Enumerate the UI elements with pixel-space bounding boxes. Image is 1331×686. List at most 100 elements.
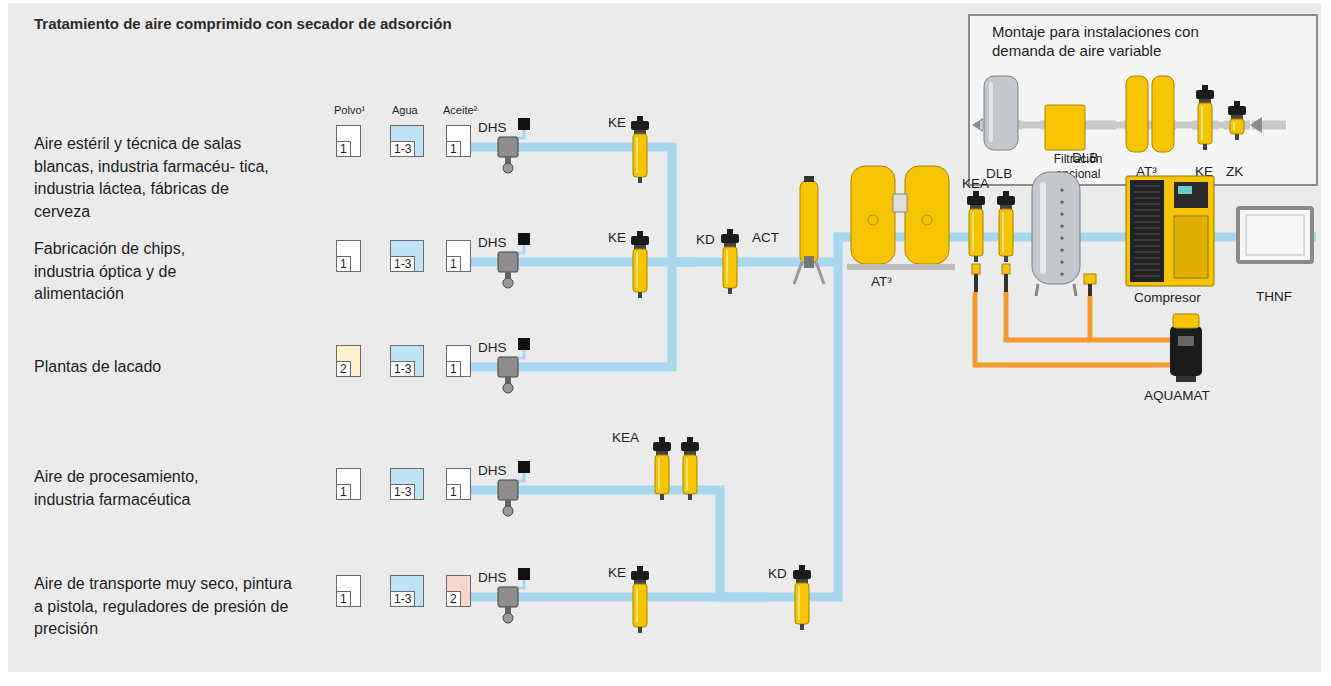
drawing-part bbox=[974, 274, 978, 292]
drawing-part bbox=[1036, 284, 1076, 296]
drawing-part bbox=[922, 215, 932, 225]
component-label: ACT bbox=[752, 230, 779, 246]
drawing-part bbox=[804, 176, 814, 182]
inset-title: Montaje para instalaciones con demanda d… bbox=[992, 22, 1242, 60]
drawing-part bbox=[1198, 103, 1212, 144]
drawing-part bbox=[768, 593, 818, 602]
drawing-part bbox=[967, 196, 985, 205]
drawing-part bbox=[1134, 240, 1160, 241]
drawing-part bbox=[798, 586, 800, 620]
class-number: 1 bbox=[447, 361, 461, 376]
drawing-part bbox=[478, 118, 538, 173]
drawing-part bbox=[638, 292, 642, 298]
drawing-part bbox=[1201, 106, 1203, 140]
drawing-part bbox=[804, 256, 814, 268]
drawing-part bbox=[800, 180, 818, 264]
drawing-part bbox=[1134, 186, 1160, 187]
air-pipe bbox=[1218, 122, 1224, 129]
filter-pair: KEA bbox=[612, 428, 710, 504]
drawing-part bbox=[1140, 338, 1174, 343]
quality-class-box: 1 bbox=[336, 240, 361, 272]
drawing-part bbox=[1246, 215, 1304, 255]
adsorption-dryer-drawing bbox=[845, 160, 957, 292]
drawing-part bbox=[1040, 182, 1046, 274]
drawing-part bbox=[1000, 205, 1012, 209]
drawing-part bbox=[1174, 182, 1208, 208]
drawing-part bbox=[658, 458, 660, 490]
inset-ground bbox=[968, 14, 1318, 186]
air-pipe bbox=[471, 143, 478, 152]
drawing-part bbox=[498, 480, 518, 500]
air-pipe bbox=[538, 143, 608, 152]
pressure-regulator: DHS bbox=[478, 231, 538, 293]
drawing-part bbox=[478, 233, 538, 288]
air-pipe bbox=[1116, 122, 1124, 129]
drawing-part bbox=[1003, 191, 1009, 197]
condensate-line bbox=[1006, 292, 1090, 340]
application-label: Aire de transporte muy seco, pintura a p… bbox=[34, 573, 294, 641]
drawing-part bbox=[636, 137, 638, 173]
air-pipe bbox=[471, 593, 478, 602]
drawing-part bbox=[1120, 176, 1220, 286]
drawing-part bbox=[1134, 276, 1160, 277]
filter: KD bbox=[696, 226, 746, 298]
drawing-part bbox=[608, 231, 656, 298]
drawing-part bbox=[723, 247, 737, 288]
quality-class-box: 1 bbox=[446, 240, 471, 272]
drawing-part bbox=[845, 166, 957, 270]
drawing-part bbox=[503, 506, 513, 516]
condensate-drain: AQUAMAT bbox=[1140, 312, 1230, 406]
class-number: 1 bbox=[447, 256, 461, 271]
drawing-part bbox=[1134, 258, 1160, 259]
drawing-part bbox=[1134, 270, 1160, 271]
drawing-part bbox=[659, 437, 665, 443]
drawing-part bbox=[726, 250, 728, 284]
drawing-part bbox=[636, 252, 638, 288]
component-label: KE bbox=[608, 565, 626, 581]
receiver-tank: DLB bbox=[980, 72, 1022, 184]
drawing-part bbox=[687, 437, 693, 443]
condensate-line bbox=[1090, 296, 1140, 340]
class-number: 1-3 bbox=[391, 484, 415, 499]
drawing-part bbox=[1134, 228, 1160, 229]
air-pipe bbox=[656, 593, 768, 602]
receiver-tank: DLB bbox=[1028, 150, 1102, 296]
drawing-part bbox=[634, 245, 646, 249]
air-pipe bbox=[656, 147, 696, 262]
drawing-part bbox=[1233, 122, 1235, 130]
drawing-part bbox=[631, 571, 649, 580]
condensate-line bbox=[975, 292, 1140, 365]
drawing-part bbox=[1060, 224, 1063, 227]
class-number: 1 bbox=[337, 484, 351, 499]
component-label: Compresor bbox=[1134, 290, 1201, 306]
component-label: DHS bbox=[478, 235, 507, 251]
component-label: DLB bbox=[986, 166, 1012, 182]
quality-class-box: 1 bbox=[336, 575, 361, 607]
quality-class-box: 1 bbox=[336, 125, 361, 157]
air-pipe bbox=[538, 262, 696, 367]
drawing-part bbox=[1134, 234, 1160, 235]
drawing-part bbox=[1002, 264, 1010, 274]
drawing-part bbox=[1203, 144, 1207, 150]
component-label: KD bbox=[768, 566, 787, 582]
quality-class-box: 1-3 bbox=[390, 575, 424, 607]
drawing-part bbox=[1028, 172, 1102, 296]
air-pipe bbox=[1020, 233, 1028, 242]
drawing-part bbox=[633, 134, 647, 177]
component-label: KEA bbox=[962, 176, 989, 192]
drawing-part bbox=[999, 209, 1013, 256]
drawing-part bbox=[683, 455, 697, 494]
class-number: 1-3 bbox=[391, 256, 415, 271]
drawing-part bbox=[1134, 192, 1160, 193]
drawing-part bbox=[1152, 76, 1174, 152]
drawing-part bbox=[1250, 117, 1262, 133]
drawing-part bbox=[518, 233, 530, 245]
drawing-part bbox=[633, 584, 647, 627]
drawing-part bbox=[1192, 85, 1218, 150]
drawing-part bbox=[905, 166, 949, 264]
component-label: KE bbox=[608, 230, 626, 246]
drawing-part bbox=[503, 613, 513, 623]
drawing-part bbox=[1231, 115, 1243, 119]
drawing-part bbox=[634, 130, 646, 134]
